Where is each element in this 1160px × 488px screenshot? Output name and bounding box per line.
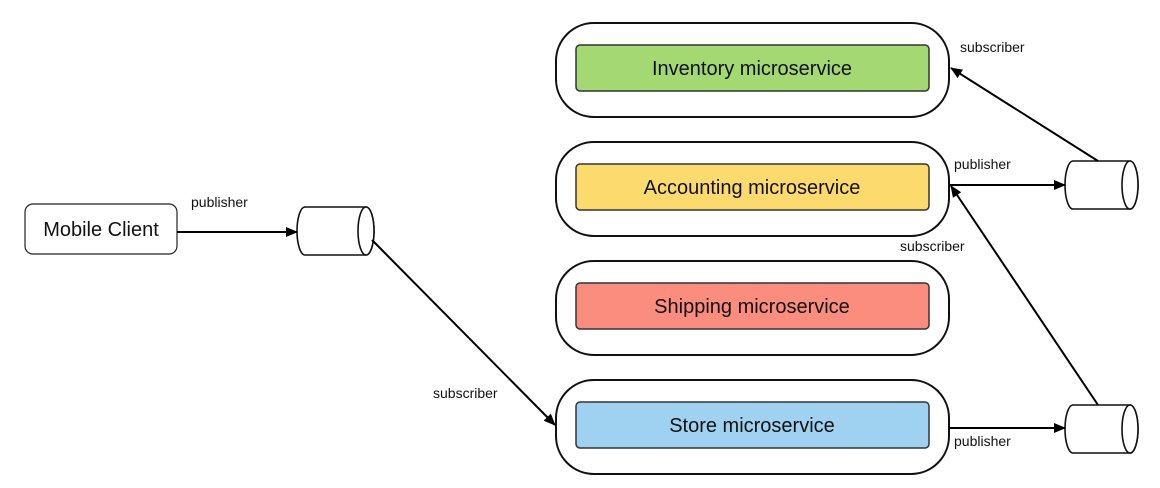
shipping-service-node: Shipping microservice xyxy=(555,260,950,356)
store-service-node: Store microservice xyxy=(555,379,950,475)
arrow-queue-to-store xyxy=(371,239,556,426)
accounting-service-box xyxy=(575,163,930,211)
label-store-subscriber: subscriber xyxy=(433,385,498,401)
label-store-publisher: publisher xyxy=(954,433,1011,449)
inventory-service-node: Inventory microservice xyxy=(555,22,950,118)
label-inventory-subscriber: subscriber xyxy=(960,39,1025,55)
queue-cylinder-client xyxy=(296,206,375,256)
queue-cylinder-accounting xyxy=(1064,160,1139,210)
shipping-service-label: Shipping microservice xyxy=(654,296,850,318)
label-accounting-publisher: publisher xyxy=(954,156,1011,172)
arrow-queue-to-inventory xyxy=(950,67,1099,162)
store-service-box xyxy=(575,401,930,449)
store-service-label: Store microservice xyxy=(669,415,835,437)
label-client-publisher: publisher xyxy=(191,194,248,210)
accounting-service-label: Accounting microservice xyxy=(644,177,861,199)
mobile-client-label: Mobile Client xyxy=(43,219,159,241)
inventory-service-label: Inventory microservice xyxy=(652,58,852,80)
arrow-queue-to-accounting xyxy=(950,185,1099,406)
accounting-service-node: Accounting microservice xyxy=(555,141,950,237)
queue-cylinder-store xyxy=(1064,404,1139,454)
label-accounting-subscriber: subscriber xyxy=(900,238,965,254)
inventory-service-box xyxy=(575,44,930,92)
mobile-client-node: Mobile Client xyxy=(24,203,178,255)
shipping-service-box xyxy=(575,282,930,330)
